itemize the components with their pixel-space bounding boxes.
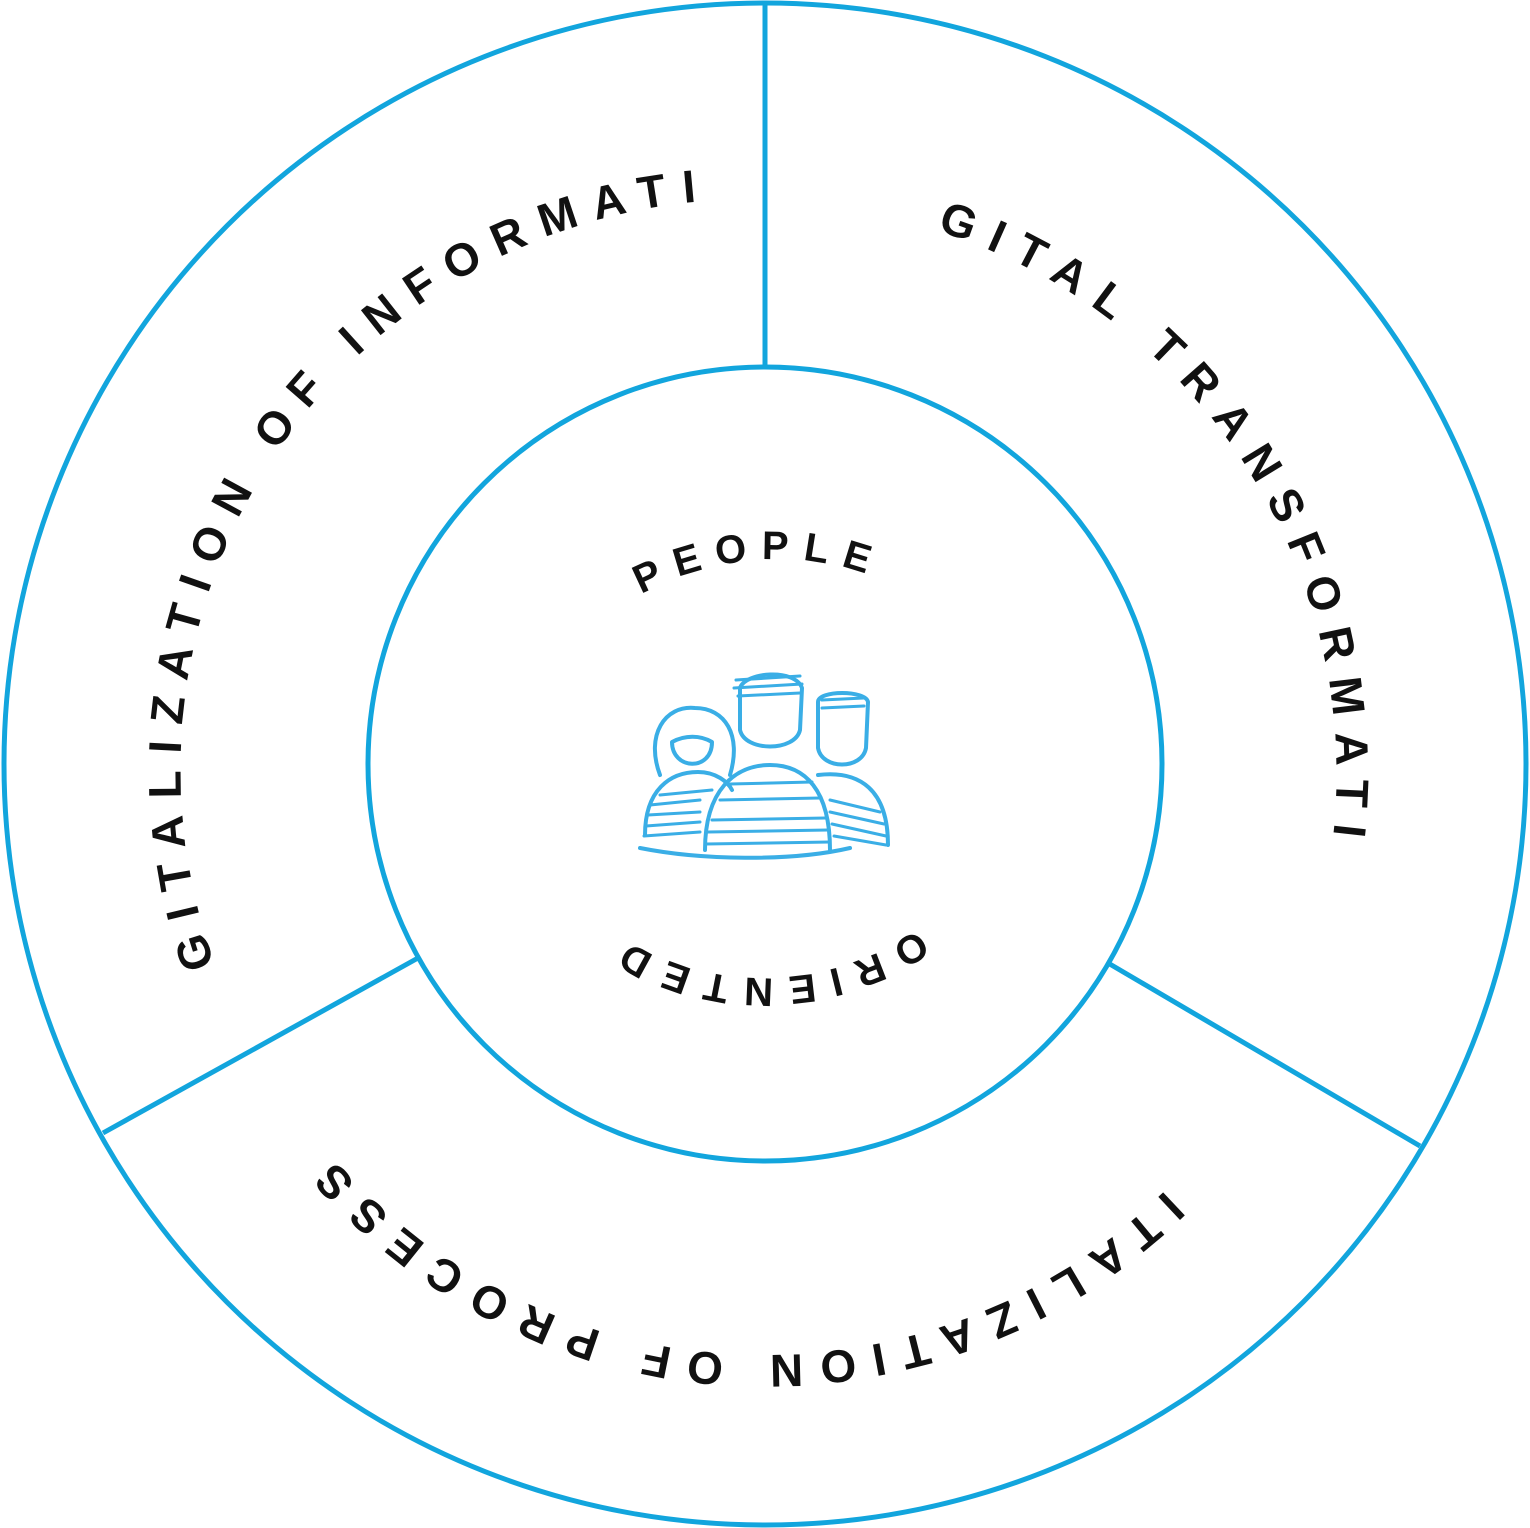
- person-right-icon: [816, 691, 890, 847]
- people-group-icon: [638, 672, 890, 860]
- center-bottom-label: ORIENTED: [600, 922, 936, 1014]
- center-bottom-label-text: ORIENTED: [600, 922, 922, 1014]
- segment-label-transformation-text: DIGITAL TRANSFORMATION: [0, 0, 1363, 856]
- divider-lower-left: [101, 955, 420, 1136]
- center-top-label: PEOPLE: [626, 524, 890, 602]
- center-top-label-text: PEOPLE: [626, 524, 876, 602]
- person-center-icon: [638, 672, 852, 860]
- divider-lower-right: [1106, 960, 1422, 1149]
- segment-label-information-text: DIGITALIZATION OF INFORMATION: [0, 0, 698, 978]
- segment-label-information: DIGITALIZATION OF INFORMATION: [0, 0, 714, 978]
- person-left-icon: [642, 705, 736, 838]
- segment-label-transformation: DIGITAL TRANSFORMATION: [0, 0, 1363, 856]
